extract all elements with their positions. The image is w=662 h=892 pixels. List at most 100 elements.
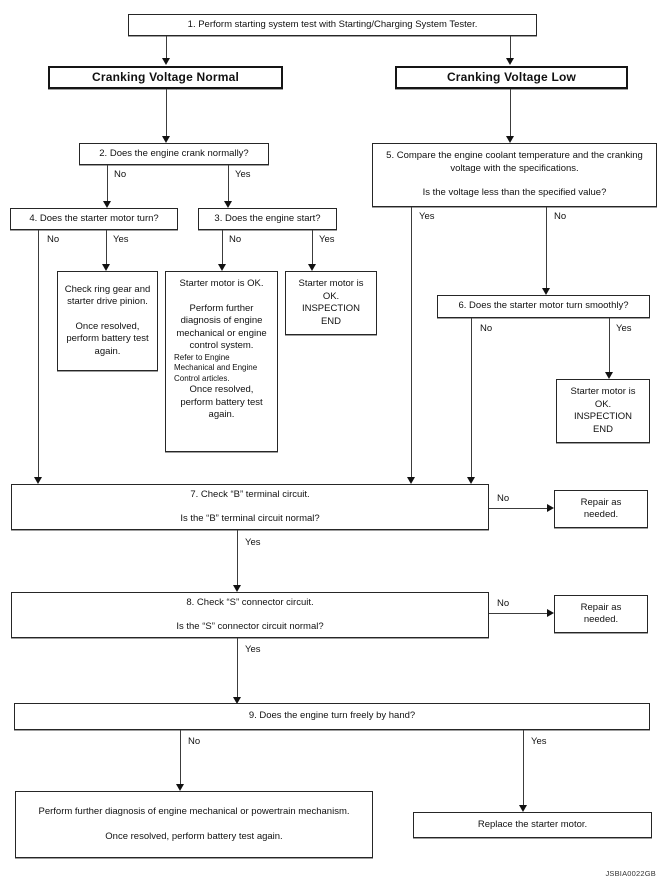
branch-label-yes: Yes	[531, 736, 547, 747]
branch-label-no: No	[229, 234, 242, 245]
connector	[38, 230, 39, 477]
connector	[546, 207, 547, 288]
arrow-down-icon	[519, 805, 527, 812]
inspection-end-text: Starter motor is OK.	[570, 386, 636, 410]
node-step1-text: 1. Perform starting system test with Sta…	[187, 18, 478, 30]
branch-label-yes: Yes	[245, 644, 261, 655]
connector	[471, 318, 472, 477]
connector	[237, 530, 238, 585]
header-cranking-voltage-low: Cranking Voltage Low	[395, 66, 628, 89]
node-starter-ok-diagnosis: Starter motor is OK. Perform further dia…	[165, 271, 278, 452]
arrow-down-icon	[218, 264, 226, 271]
node-step6-text: 6. Does the starter motor turn smoothly?	[458, 300, 629, 312]
branch-label-yes: Yes	[245, 537, 261, 548]
node-step2-text: 2. Does the engine crank normally?	[99, 147, 249, 159]
repair-text: Repair as needed.	[580, 496, 622, 521]
node-step7-text: 7. Check “B” terminal circuit.	[190, 488, 310, 500]
node-step3: 3. Does the engine start?	[198, 208, 337, 230]
connector	[166, 36, 167, 59]
node-step9-text: 9. Does the engine turn freely by hand?	[248, 710, 416, 722]
node-replace-starter-motor: Replace the starter motor.	[413, 812, 652, 838]
node-step5-text2: Is the voltage less than the specified v…	[422, 187, 607, 199]
connector	[510, 36, 511, 59]
once-resolved-text: Once resolved, perform battery test agai…	[180, 384, 263, 420]
node-repair-1: Repair as needed.	[554, 490, 648, 528]
branch-label-no: No	[114, 169, 127, 180]
header-cranking-voltage-normal: Cranking Voltage Normal	[48, 66, 283, 89]
connector	[489, 508, 547, 509]
connector	[411, 207, 412, 477]
node-step9: 9. Does the engine turn freely by hand?	[14, 703, 650, 730]
node-inspection-end-right: Starter motor is OK. INSPECTION END	[556, 379, 650, 443]
connector	[237, 638, 238, 697]
node-step5: 5. Compare the engine coolant temperatur…	[372, 143, 657, 207]
arrow-down-icon	[605, 372, 613, 379]
node-step5-text: 5. Compare the engine coolant temperatur…	[386, 150, 643, 174]
node-inspection-end-left: Starter motor is OK. INSPECTION END	[285, 271, 377, 335]
further-diag-text2: Once resolved, perform battery test agai…	[105, 830, 283, 842]
connector	[166, 89, 167, 136]
arrow-down-icon	[103, 201, 111, 208]
node-step7: 7. Check “B” terminal circuit. Is the “B…	[11, 484, 489, 530]
further-diag-text: Perform further diagnosis of engine mech…	[38, 806, 350, 817]
repair-text: Repair as needed.	[580, 601, 622, 626]
arrow-down-icon	[233, 585, 241, 592]
inspection-end-text: Starter motor is OK.	[298, 278, 364, 302]
branch-label-no: No	[497, 598, 510, 609]
ring-gear-text: Check ring gear and starter drive pinion…	[64, 283, 151, 308]
node-step8: 8. Check “S” connector circuit. Is the “…	[11, 592, 489, 638]
connector	[180, 730, 181, 784]
branch-label-yes: Yes	[113, 234, 129, 245]
connector	[222, 230, 223, 264]
branch-label-yes: Yes	[235, 169, 251, 180]
starter-ok-text: Starter motor is OK.	[179, 278, 264, 289]
node-step4-text: 4. Does the starter motor turn?	[29, 212, 159, 224]
inspection-end-text2: INSPECTION END	[301, 303, 361, 327]
branch-label-no: No	[188, 736, 201, 747]
arrow-down-icon	[176, 784, 184, 791]
node-step8-text: 8. Check “S” connector circuit.	[186, 596, 314, 608]
arrow-down-icon	[224, 201, 232, 208]
connector	[107, 165, 108, 201]
arrow-down-icon	[467, 477, 475, 484]
branch-label-yes: Yes	[319, 234, 335, 245]
branch-label-no: No	[554, 211, 567, 222]
branch-label-yes: Yes	[616, 323, 632, 334]
connector	[609, 318, 610, 372]
node-repair-2: Repair as needed.	[554, 595, 648, 633]
node-step2: 2. Does the engine crank normally?	[79, 143, 269, 165]
node-step6: 6. Does the starter motor turn smoothly?	[437, 295, 650, 318]
connector	[489, 613, 547, 614]
arrow-down-icon	[407, 477, 415, 484]
arrow-down-icon	[162, 58, 170, 65]
connector	[106, 230, 107, 264]
arrow-down-icon	[102, 264, 110, 271]
arrow-down-icon	[506, 58, 514, 65]
connector	[312, 230, 313, 264]
connector	[523, 730, 524, 805]
node-step4: 4. Does the starter motor turn?	[10, 208, 178, 230]
arrow-down-icon	[506, 136, 514, 143]
node-check-ring-gear: Check ring gear and starter drive pinion…	[57, 271, 158, 371]
node-step3-text: 3. Does the engine start?	[214, 212, 321, 224]
inspection-end-text2: INSPECTION END	[573, 411, 633, 435]
header-low-text: Cranking Voltage Low	[446, 70, 577, 85]
header-normal-text: Cranking Voltage Normal	[91, 70, 240, 85]
connector	[228, 165, 229, 201]
arrow-right-icon	[547, 504, 554, 512]
branch-label-no: No	[497, 493, 510, 504]
further-diagnosis-text: Perform further diagnosis of engine mech…	[176, 302, 267, 352]
node-further-diagnosis: Perform further diagnosis of engine mech…	[15, 791, 373, 858]
connector	[510, 89, 511, 136]
replace-text: Replace the starter motor.	[477, 818, 588, 830]
arrow-right-icon	[547, 609, 554, 617]
branch-label-no: No	[480, 323, 493, 334]
arrow-down-icon	[34, 477, 42, 484]
figure-code: JSBIA0022GB	[605, 869, 656, 878]
branch-label-no: No	[47, 234, 60, 245]
arrow-down-icon	[233, 697, 241, 704]
refer-note-text: Refer to Engine Mechanical and Engine Co…	[174, 352, 258, 383]
branch-label-yes: Yes	[419, 211, 435, 222]
node-step1: 1. Perform starting system test with Sta…	[128, 14, 537, 36]
